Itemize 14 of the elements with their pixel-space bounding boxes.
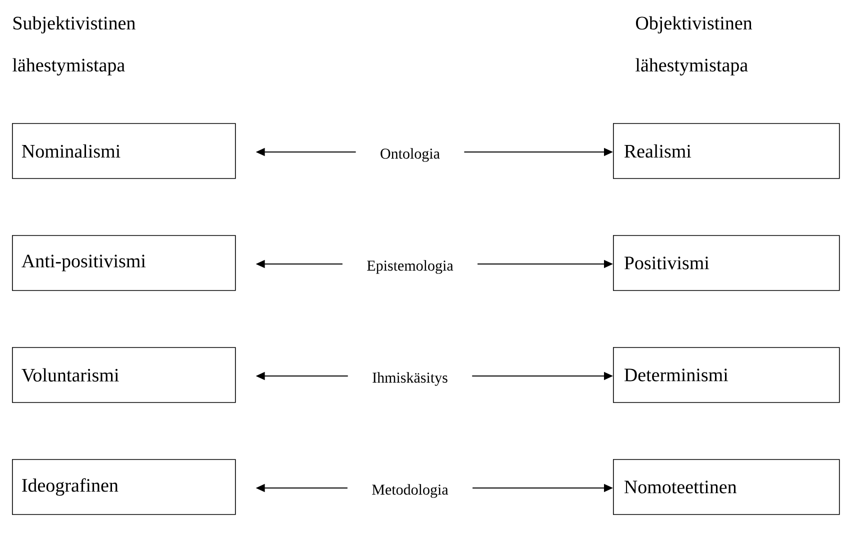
concept-box: Realismi xyxy=(613,123,840,179)
dimension-label: Ihmiskäsitys xyxy=(372,372,448,386)
concept-box: Anti-positivismi xyxy=(12,235,236,291)
heading: Subjektivistinen lähestymistapa xyxy=(12,16,136,76)
concept-box: Ideografinen xyxy=(12,459,236,515)
concept-box: Voluntarismi xyxy=(12,347,236,403)
heading: Objektivistinen lähestymistapa xyxy=(636,16,752,76)
concept-box: Nomoteettinen xyxy=(613,459,840,515)
dimension-label: Metodologia xyxy=(372,484,448,498)
concept-box: Nominalismi xyxy=(12,123,236,179)
concept-box: Determinismi xyxy=(613,347,840,403)
concept-box: Positivismi xyxy=(613,235,840,291)
dimension-label: Epistemologia xyxy=(367,260,454,274)
dimension-label: Ontologia xyxy=(380,148,440,162)
